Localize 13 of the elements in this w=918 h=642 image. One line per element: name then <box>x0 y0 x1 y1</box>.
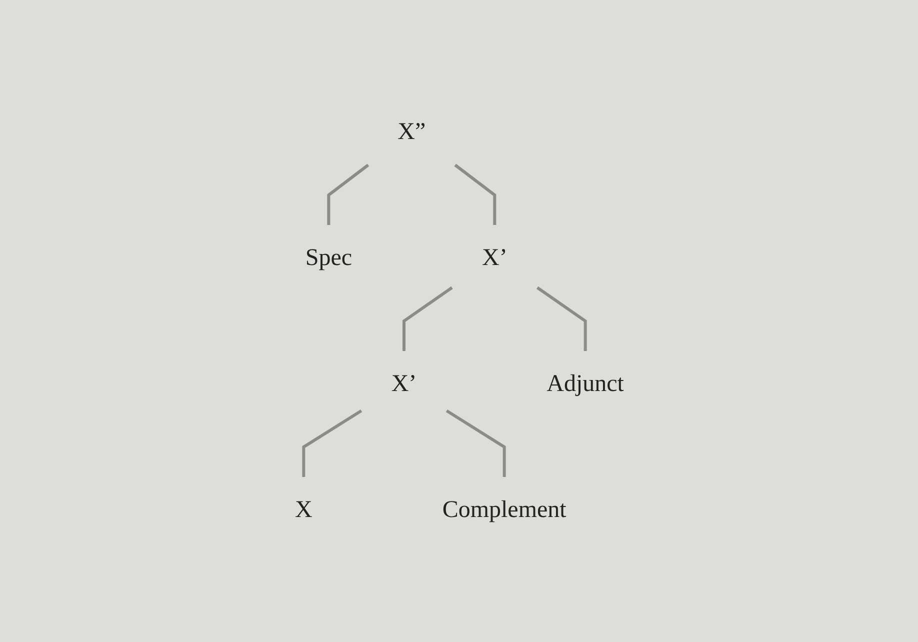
connector <box>445 410 506 477</box>
connector <box>402 286 452 351</box>
connector <box>454 164 496 225</box>
node-text: Complement <box>442 496 566 523</box>
connector <box>536 286 586 351</box>
node-text: X <box>294 496 312 523</box>
node-text: Adjunct <box>546 370 624 397</box>
node-text: X” <box>397 119 426 145</box>
node-text: Spec <box>304 244 352 271</box>
connector <box>302 410 362 477</box>
node-text: X’ <box>481 244 507 271</box>
connector <box>326 164 369 225</box>
node-text: X’ <box>390 370 416 397</box>
